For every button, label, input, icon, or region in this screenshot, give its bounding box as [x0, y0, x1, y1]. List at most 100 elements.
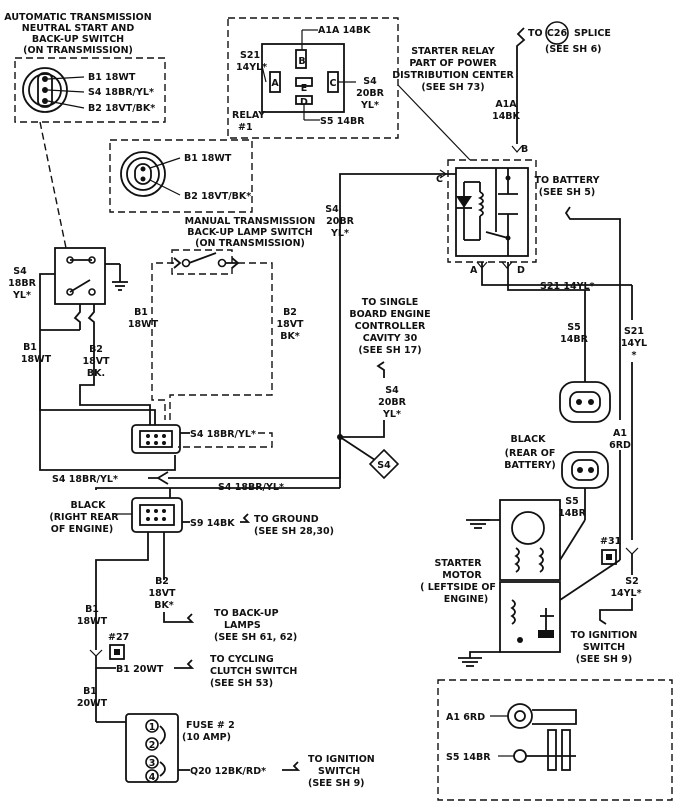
svg-text:TO SINGLE: TO SINGLE [362, 297, 419, 308]
svg-text:14BR: 14BR [558, 508, 586, 519]
svg-text:18WT: 18WT [21, 354, 52, 365]
relay-1-name: RELAY #1 [232, 110, 265, 133]
svg-text:*: * [632, 350, 637, 361]
pdc-terminal-a: A [470, 265, 478, 276]
auto-switch-title-line-3: BACK-UP SWITCH [32, 34, 124, 45]
svg-text:( LEFTSIDE OF: ( LEFTSIDE OF [420, 582, 496, 593]
svg-text:S2: S2 [625, 576, 638, 587]
svg-text:S4: S4 [13, 266, 27, 277]
manual-switch-title-line-3: (ON TRANSMISSION) [195, 238, 305, 249]
wire-s21-run: S21 14YL* [540, 281, 595, 292]
svg-text:YL*: YL* [12, 290, 31, 301]
relay-a1a-label: A1A 14BK [318, 25, 371, 36]
svg-text:TO CYCLING: TO CYCLING [210, 654, 274, 665]
svg-text:18WT: 18WT [77, 616, 108, 627]
wire-s9: S9 14BK [190, 518, 235, 529]
battery-harness-connector [559, 381, 611, 423]
svg-text:(SEE SH 5): (SEE SH 5) [539, 187, 596, 198]
svg-text:TO BACK-UP: TO BACK-UP [214, 608, 279, 619]
svg-text:(SEE SH 53): (SEE SH 53) [210, 678, 273, 689]
board-engine-controller-label: TO SINGLE BOARD ENGINE CONTROLLER CAVITY… [349, 297, 430, 356]
wire-b1-left: B1 18WT [21, 342, 52, 365]
svg-text:OF ENGINE): OF ENGINE) [51, 524, 113, 535]
svg-text:14YL: 14YL [621, 338, 647, 349]
auto-switch-title-line-4: (ON TRANSMISSION) [23, 45, 133, 56]
starter-relay-label: STARTER RELAY PART OF POWER DISTRIBUTION… [392, 46, 514, 93]
manual-switch-title: MANUAL TRANSMISSION BACK-UP LAMP SWITCH … [185, 216, 316, 249]
fuse-pin-3: 3 [149, 758, 156, 769]
svg-text:YL*: YL* [360, 100, 379, 111]
svg-text:(SEE SH 9): (SEE SH 9) [308, 778, 365, 789]
pdc-starter-relay-box [447, 159, 537, 263]
backup-lamps-ref: TO BACK-UP LAMPS (SEE SH 61, 62) [214, 608, 297, 643]
svg-text:(SEE SH 6): (SEE SH 6) [545, 44, 602, 55]
auto-switch-box [14, 57, 166, 123]
manual-switch-connector-icon [120, 151, 166, 197]
svg-text:CAVITY 30: CAVITY 30 [363, 333, 418, 344]
svg-text:20BR: 20BR [326, 216, 354, 227]
fuse-pin-4: 4 [149, 772, 156, 783]
manual-switch-pin-b1: B1 18WT [184, 153, 232, 164]
relay-terminal-e: E [301, 83, 308, 94]
relay-1-box [227, 17, 399, 139]
relay-terminal-a: A [271, 78, 279, 89]
svg-text:(SEE SH 17): (SEE SH 17) [358, 345, 421, 356]
svg-text:LAMPS: LAMPS [224, 620, 261, 631]
relay-terminal-b: B [298, 56, 305, 67]
svg-text:#1: #1 [238, 122, 253, 133]
svg-text:(RIGHT REAR: (RIGHT REAR [49, 512, 119, 523]
svg-text:BOARD ENGINE: BOARD ENGINE [349, 309, 430, 320]
wire-b2-left: B2 18VT BK. [82, 344, 110, 379]
wire-b1-20wt-vertical: B1 20WT [77, 686, 108, 709]
starter-motor-symbol [499, 499, 621, 653]
wire-s4-board: S4 20BR YL* [378, 385, 406, 420]
relay-terminal-d: D [300, 97, 308, 108]
wire-b1-20wt: B1 20WT [116, 664, 164, 675]
splice-27: #27 [108, 632, 129, 660]
wire-s21-right: S21 14YL * [621, 326, 647, 361]
svg-text:B2: B2 [155, 576, 169, 587]
svg-text:(10 AMP): (10 AMP) [182, 732, 231, 743]
svg-text:S4: S4 [385, 385, 399, 396]
wire-a1-6rd: A1 6RD [609, 428, 631, 451]
neutral-start-switch-symbol [54, 247, 128, 305]
auto-switch-pin-b1: B1 18WT [88, 72, 136, 83]
auto-switch-connector-icon [22, 67, 68, 113]
fuse-2-label: FUSE # 2 (10 AMP) [182, 720, 235, 743]
auto-switch-leader [39, 121, 67, 249]
auto-switch-title: AUTOMATIC TRANSMISSION NEUTRAL START AND… [4, 12, 151, 56]
svg-text:18VT: 18VT [276, 319, 304, 330]
manual-switch-title-line-1: MANUAL TRANSMISSION [185, 216, 316, 227]
engine-harness-connector [131, 497, 183, 533]
svg-text:14BR: 14BR [560, 334, 588, 345]
wire-b2-mid: B2 18VT BK* [276, 307, 304, 342]
svg-text:BLACK: BLACK [511, 434, 547, 445]
svg-text:14YL*: 14YL* [610, 588, 641, 599]
svg-text:18WT: 18WT [128, 319, 159, 330]
ignition-switch-bottom-ref: TO IGNITION SWITCH (SEE SH 9) [308, 754, 375, 789]
battery-connector-label: BLACK (REAR OF BATTERY) [504, 434, 556, 471]
svg-text:S4: S4 [325, 204, 339, 215]
svg-text:YL*: YL* [330, 228, 349, 239]
wire-b1-low: B1 18WT [77, 604, 108, 627]
svg-text:DISTRIBUTION CENTER: DISTRIBUTION CENTER [392, 70, 514, 81]
svg-text:20BR: 20BR [356, 88, 384, 99]
svg-text:#31: #31 [600, 536, 621, 547]
svg-text:S5: S5 [567, 322, 580, 333]
relay-s21-label: S21 14YL* [236, 50, 267, 73]
svg-text:14BK: 14BK [492, 111, 520, 122]
svg-text:TO GROUND: TO GROUND [254, 514, 319, 525]
svg-text:6RD: 6RD [609, 440, 631, 451]
svg-text:18BR: 18BR [8, 278, 36, 289]
auto-switch-title-line-2: NEUTRAL START AND [22, 23, 135, 34]
svg-text:SWITCH: SWITCH [318, 766, 360, 777]
svg-text:(REAR OF: (REAR OF [505, 448, 556, 459]
wire-q20: Q20 12BK/RD* [190, 766, 266, 777]
wire-s4-conn: S4 18BR/YL* [190, 429, 256, 440]
splice-c26-label: TO C26 SPLICE (SEE SH 6) [528, 21, 611, 55]
wire-b1-mid: B1 18WT [128, 307, 159, 330]
wire-b2-low: B2 18VT BK* [148, 576, 176, 611]
manual-switch-pin-b2: B2 18VT/BK* [184, 191, 251, 202]
svg-text:#27: #27 [108, 632, 129, 643]
